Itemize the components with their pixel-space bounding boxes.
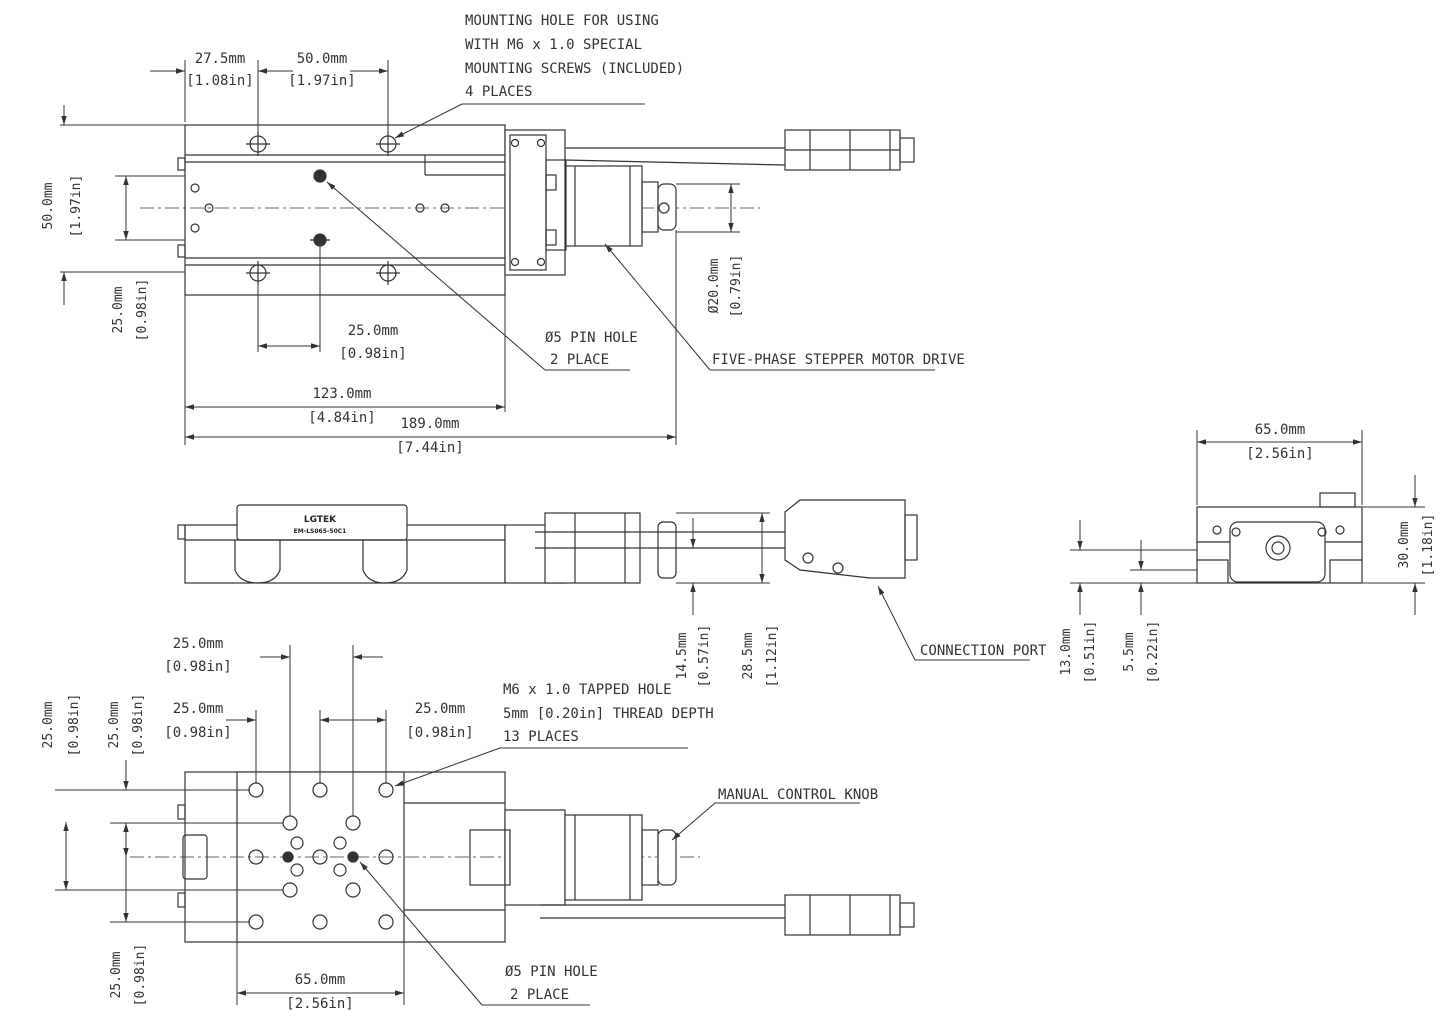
end-dim-13-mm: 13.0mm (1059, 628, 1074, 675)
dim-189-mm: 189.0mm (400, 416, 459, 432)
end-view (1196, 492, 1363, 584)
side-view (177, 499, 918, 584)
dim-25-v-in: [0.98in] (135, 279, 150, 342)
top-pin-note-2: 2 PLACE (550, 352, 609, 368)
dim-25-h-mm: 25.0mm (348, 323, 399, 339)
top-view (140, 124, 915, 296)
bot-dim-65-in: [2.56in] (286, 996, 353, 1012)
dim-50-v-mm: 50.0mm (41, 182, 56, 229)
mounting-note-2: WITH M6 x 1.0 SPECIAL (465, 37, 642, 53)
dim-27-5-mm: 27.5mm (195, 51, 246, 67)
top-stage-body (184, 124, 506, 296)
bot-dim-v1-mm: 25.0mm (41, 701, 56, 748)
end-dim-13-in: [0.51in] (1083, 621, 1098, 684)
dim-50-v-in: [1.97in] (69, 175, 84, 238)
bot-dim-v2-in: [0.98in] (131, 694, 146, 757)
end-dim-5-5-in: [0.22in] (1146, 621, 1161, 684)
brand-logo: LGTEK (304, 515, 337, 525)
bot-dim-v2-mm: 25.0mm (107, 701, 122, 748)
bottom-pin-note-1: Ø5 PIN HOLE (505, 964, 598, 980)
bot-dim-25b-mm: 25.0mm (173, 701, 224, 717)
dim-27-5-in: [1.08in] (186, 73, 253, 89)
model-label: EM-LS065-50C1 (294, 528, 347, 535)
bot-dim-25a-mm: 25.0mm (173, 636, 224, 652)
bot-dim-v1-in: [0.98in] (67, 694, 82, 757)
dim-189-in: [7.44in] (396, 440, 463, 456)
mounting-note-3: MOUNTING SCREWS (INCLUDED) (465, 61, 684, 77)
top-pin-note-1: Ø5 PIN HOLE (545, 330, 638, 346)
bot-dim-65-mm: 65.0mm (295, 972, 346, 988)
tapped-note-1: M6 x 1.0 TAPPED HOLE (503, 682, 672, 698)
dim-14-5-mm: 14.5mm (675, 632, 690, 679)
dim-dia20-in: [0.79in] (729, 255, 744, 318)
end-dim-5-5-mm: 5.5mm (1122, 632, 1137, 671)
mounting-note-1: MOUNTING HOLE FOR USING (465, 13, 659, 29)
dim-123-mm: 123.0mm (312, 386, 371, 402)
bot-dim-25a-in: [0.98in] (164, 659, 231, 675)
bot-dim-v3-mm: 25.0mm (109, 951, 124, 998)
dim-25-h-in: [0.98in] (339, 346, 406, 362)
knob-note: MANUAL CONTROL KNOB (718, 787, 878, 803)
bot-dim-25c-in: [0.98in] (406, 725, 473, 741)
top-mount-holes (246, 132, 400, 285)
dim-dia20-mm: Ø20.0mm (707, 258, 722, 313)
bot-dim-25c-mm: 25.0mm (415, 701, 466, 717)
tapped-note-2: 5mm [0.20in] THREAD DEPTH (503, 706, 714, 722)
dim-50-mm: 50.0mm (297, 51, 348, 67)
bottom-view (130, 771, 915, 943)
connection-port-note: CONNECTION PORT (920, 643, 1047, 659)
bottom-pin-note-2: 2 PLACE (510, 987, 569, 1003)
dim-25-v-mm: 25.0mm (111, 286, 126, 333)
end-dim-65-in: [2.56in] (1246, 446, 1313, 462)
mounting-note-4: 4 PLACES (465, 84, 532, 100)
tapped-note-3: 13 PLACES (503, 729, 579, 745)
end-dim-30-in: [1.18in] (1421, 514, 1436, 577)
bot-dim-25b-in: [0.98in] (164, 725, 231, 741)
end-dim-30-mm: 30.0mm (1397, 521, 1412, 568)
dim-28-5-mm: 28.5mm (741, 632, 756, 679)
dim-50-in: [1.97in] (288, 73, 355, 89)
bot-dim-v3-in: [0.98in] (133, 944, 148, 1007)
dim-123-in: [4.84in] (308, 410, 375, 426)
motor-note: FIVE-PHASE STEPPER MOTOR DRIVE (712, 352, 965, 368)
dim-14-5-in: [0.57in] (697, 625, 712, 688)
end-dim-65-mm: 65.0mm (1255, 422, 1306, 438)
dim-28-5-in: [1.12in] (765, 625, 780, 688)
